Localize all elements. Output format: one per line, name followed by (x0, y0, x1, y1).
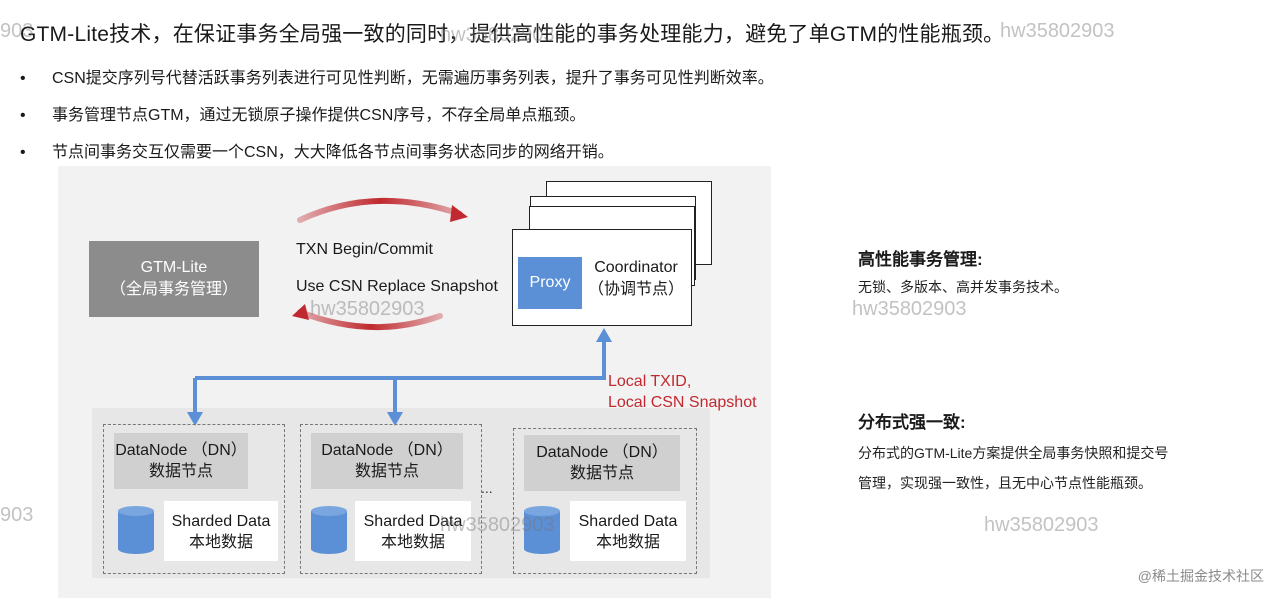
blue-arrow-dn1-head (187, 412, 203, 426)
watermark-text: hw35802903 (440, 24, 555, 46)
local-txid-line2: Local CSN Snapshot (608, 394, 757, 411)
datanode-box: DataNode （DN） 数据节点 Sharded Data 本地数据 (103, 424, 285, 574)
database-cylinder-icon (524, 506, 560, 554)
sharded-data-panel (164, 501, 278, 561)
sharded-data-label: Sharded Data 本地数据 (572, 511, 684, 553)
bullet-text: 节点间事务交互仅需要一个CSN，大大降低各节点间事务状态同步的网络开销。 (52, 144, 614, 161)
bullet-symbol: • (20, 70, 26, 87)
sharded-data-panel (570, 501, 686, 561)
proxy-box: Proxy (518, 257, 582, 309)
watermark-text: hw35802903 (984, 514, 1099, 536)
bullet-symbol: • (20, 107, 26, 124)
datanode-box: DataNode （DN） 数据节点 Sharded Data 本地数据 (300, 424, 482, 574)
red-arc-top (297, 197, 463, 223)
gtm-lite-label: GTM-Lite (140, 259, 208, 276)
blue-connector-bus (195, 338, 606, 380)
watermark-text: 903 (0, 504, 34, 526)
coordinator-subtitle: （协调节点） (588, 281, 685, 298)
datanode-header: DataNode （DN） 数据节点 (524, 435, 680, 491)
local-txid-line1: Local TXID, (608, 373, 692, 390)
sharded-data-title: Sharded Data (171, 513, 271, 530)
performance-description: 无锁、多版本、高并发事务技术。 (858, 279, 1068, 295)
csn-snapshot-label: Use CSN Replace Snapshot (296, 278, 498, 295)
blue-arrow-dn2-head (387, 412, 403, 426)
bullet-item: • 事务管理节点GTM，通过无锁原子操作提供CSN序号，不存全局单点瓶颈。 (20, 101, 585, 125)
watermark-text: hw35802903 (852, 298, 967, 320)
sharded-data-title: Sharded Data (578, 513, 678, 530)
bullet-text: 事务管理节点GTM，通过无锁原子操作提供CSN序号，不存全局单点瓶颈。 (52, 107, 586, 124)
coordinator-label: Coordinator （协调节点） (588, 257, 684, 301)
datanode-box: DataNode （DN） 数据节点 Sharded Data 本地数据 (513, 428, 697, 574)
database-cylinder-icon (118, 506, 154, 554)
watermark-text: hw35802903 (310, 298, 425, 320)
datanode-subtitle: 数据节点 (148, 463, 213, 480)
consistency-description-line1: 分布式的GTM-Lite方案提供全局事务快照和提交号 (858, 445, 1169, 461)
consistency-heading: 分布式强一致: (858, 413, 966, 432)
sharded-data-panel (355, 501, 471, 561)
bullet-text: CSN提交序列号代替活跃事务列表进行可见性判断，无需遍历事务列表，提升了事务可见… (52, 70, 774, 87)
datanode-subtitle: 数据节点 (354, 463, 419, 480)
red-arc-bottom-head (292, 304, 309, 320)
watermark-text: hw35802903 (1000, 20, 1115, 42)
datanode-header: DataNode （DN） 数据节点 (311, 433, 463, 489)
red-arc-bottom (297, 309, 443, 331)
footer-attribution: @稀土掘金技术社区 (1137, 568, 1264, 584)
coordinator-title: Coordinator (594, 259, 678, 276)
red-arc-top-head (450, 205, 468, 222)
bullet-symbol: • (20, 144, 26, 161)
sharded-data-title: Sharded Data (363, 513, 463, 530)
performance-heading: 高性能事务管理: (858, 250, 983, 269)
datanode-title: DataNode （DN） (536, 444, 668, 461)
txn-begin-commit-label: TXN Begin/Commit (296, 241, 433, 258)
sharded-data-label: Sharded Data 本地数据 (166, 511, 276, 553)
ellipsis: ... (481, 480, 493, 496)
bullet-item: • CSN提交序列号代替活跃事务列表进行可见性判断，无需遍历事务列表，提升了事务可… (20, 64, 774, 88)
local-txid-label: Local TXID, Local CSN Snapshot (608, 371, 757, 413)
gtm-lite-sublabel: （全局事务管理） (109, 281, 238, 298)
sharded-data-subtitle: 本地数据 (595, 534, 660, 551)
sharded-data-subtitle: 本地数据 (188, 534, 253, 551)
sharded-data-label: Sharded Data 本地数据 (357, 511, 469, 553)
datanode-title: DataNode （DN） (321, 442, 453, 459)
gtm-lite-box: GTM-Lite （全局事务管理） (89, 241, 259, 317)
page-title: GTM-Lite技术，在保证事务全局强一致的同时，提供高性能的事务处理能力，避免… (20, 23, 1005, 46)
sharded-data-subtitle: 本地数据 (380, 534, 445, 551)
database-cylinder-icon (311, 506, 347, 554)
watermark-text: 903 (0, 20, 34, 42)
datanode-subtitle: 数据节点 (569, 465, 634, 482)
watermark-text: hw35802903 (440, 514, 555, 536)
coordinator-box (512, 229, 692, 326)
datanode-title: DataNode （DN） (115, 442, 247, 459)
bullet-item: • 节点间事务交互仅需要一个CSN，大大降低各节点间事务状态同步的网络开销。 (20, 138, 614, 162)
consistency-description-line2: 管理，实现强一致性，且无中心节点性能瓶颈。 (858, 475, 1152, 491)
blue-arrow-up-head (596, 328, 612, 342)
datanode-header: DataNode （DN） 数据节点 (114, 433, 248, 489)
